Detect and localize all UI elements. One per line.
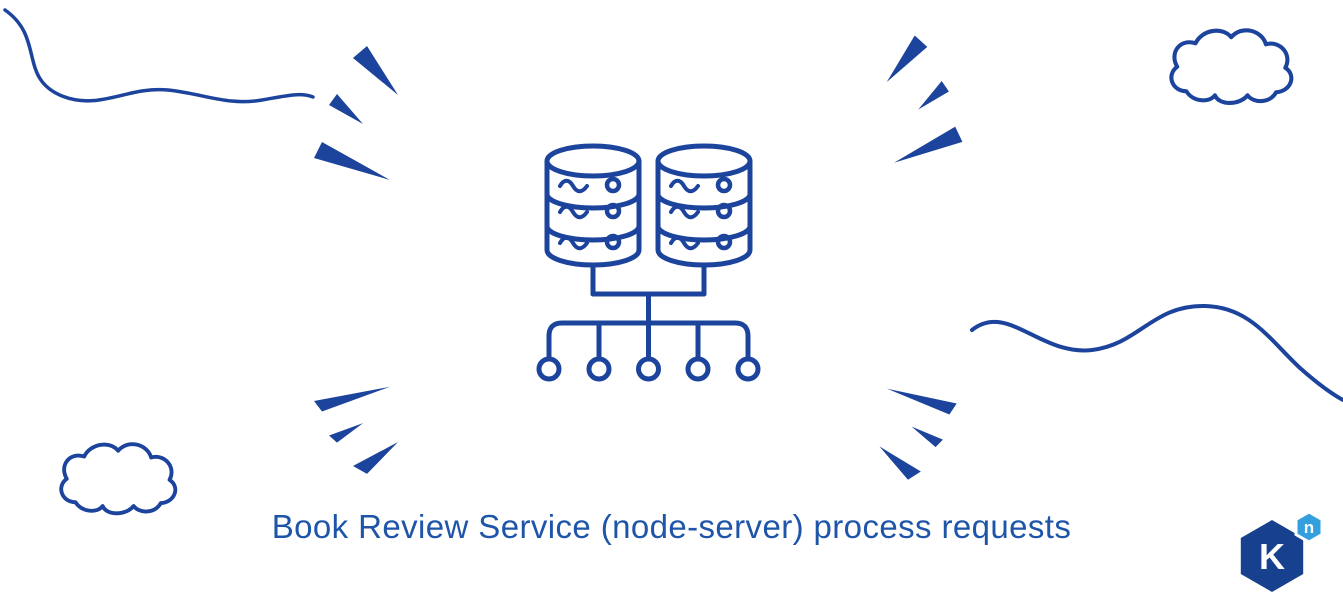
sparkle-burst-bottom-right-icon [879,388,957,480]
database-stack-right-icon [658,146,750,265]
node-circle [735,356,761,382]
sparkle-burst-top-right-icon [886,35,963,163]
knative-logo: K n [1240,510,1324,592]
fanout-connector [536,257,761,382]
node-circle [586,356,612,382]
caption: Book Review Service (node-server) proces… [271,508,1072,545]
database-cluster-illustration [536,146,761,382]
squiggle-line-right [970,303,1343,402]
cloud-top-right-icon [1171,30,1291,103]
database-stack-left-icon [547,146,639,265]
sparkle-burst-bottom-left-icon [314,386,398,474]
node-circle [685,356,711,382]
node-circle [636,356,661,382]
sparkle-burst-top-left-icon [314,46,398,180]
logo-hexagon-accent [1294,510,1324,544]
node-circle [536,356,562,382]
logo-letter-n: n [1304,518,1314,537]
logo-letter-k: K [1259,536,1285,577]
cloud-bottom-left-icon [59,442,178,516]
squiggle-line-top-left [3,8,315,104]
logo-hexagon-primary [1240,520,1304,592]
